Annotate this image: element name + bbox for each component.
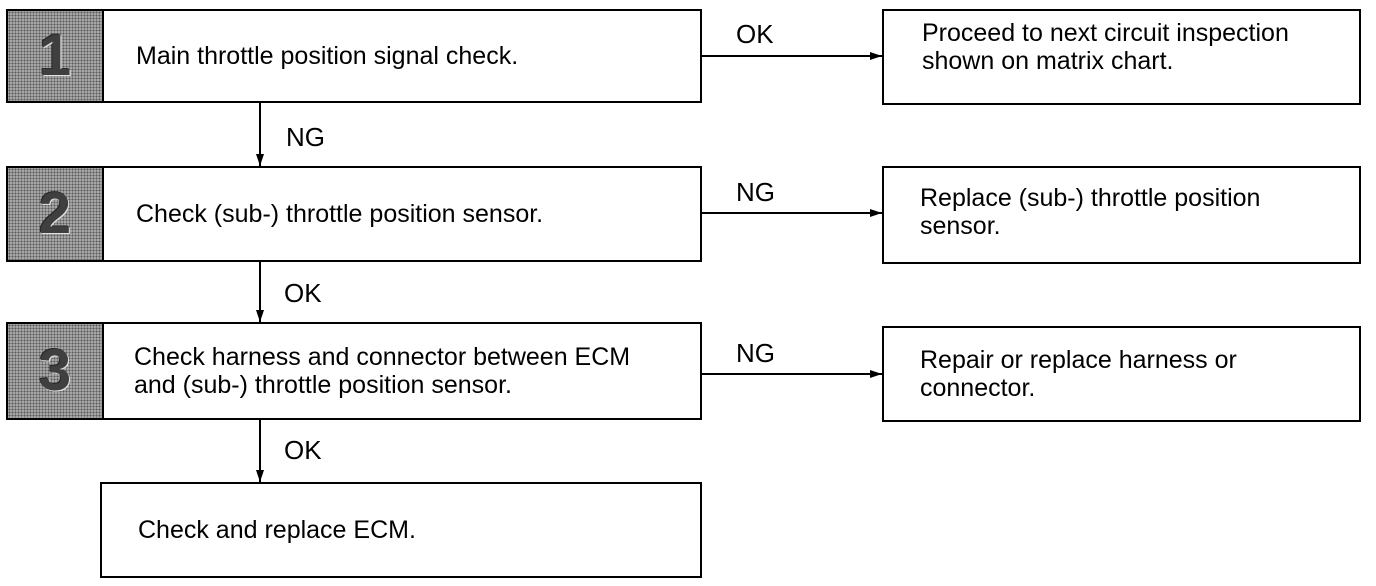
step-number-badge: 2 xyxy=(8,168,104,260)
result-2-box: Replace (sub-) throttle position sensor. xyxy=(882,166,1361,264)
final-step-box: Check and replace ECM. xyxy=(100,482,702,578)
step-3-text: Check harness and connector between ECM … xyxy=(134,343,631,399)
branch-label-step3-right: NG xyxy=(736,338,775,368)
result-3-text: Repair or replace harness or connector. xyxy=(920,346,1237,402)
branch-label-step3-down: OK xyxy=(284,435,322,465)
branch-label-step1-down: NG xyxy=(286,122,325,152)
step-2-box: 2 Check (sub-) throttle position sensor. xyxy=(6,166,702,262)
result-1-text: Proceed to next circuit inspection shown… xyxy=(922,19,1289,75)
step-number-badge: 3 xyxy=(8,324,104,418)
step-1-box: 1 Main throttle position signal check. xyxy=(6,9,702,103)
result-2-text: Replace (sub-) throttle position sensor. xyxy=(920,184,1261,240)
result-1-box: Proceed to next circuit inspection shown… xyxy=(882,9,1361,105)
final-step-text: Check and replace ECM. xyxy=(138,516,416,544)
result-3-box: Repair or replace harness or connector. xyxy=(882,326,1361,422)
branch-label-step1-right: OK xyxy=(736,19,774,49)
step-number-badge: 1 xyxy=(8,11,104,101)
branch-label-step2-down: OK xyxy=(284,278,322,308)
step-2-text: Check (sub-) throttle position sensor. xyxy=(136,200,544,228)
step-3-box: 3 Check harness and connector between EC… xyxy=(6,322,702,420)
branch-label-step2-right: NG xyxy=(736,177,775,207)
step-1-text: Main throttle position signal check. xyxy=(136,42,519,70)
